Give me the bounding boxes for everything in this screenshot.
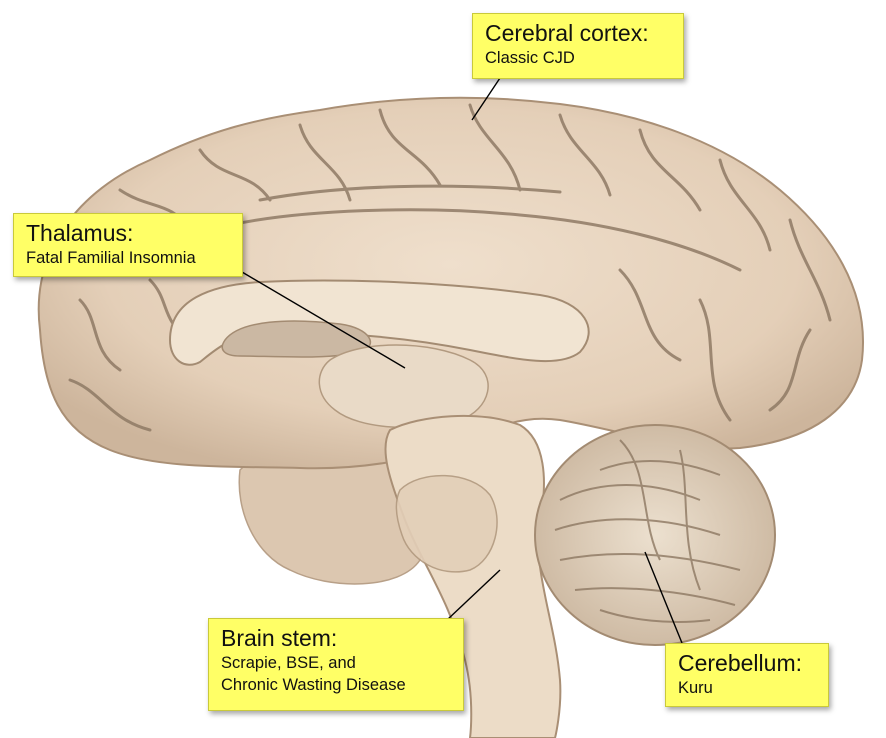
callout-title: Cerebral cortex:: [485, 20, 649, 46]
leader-line-cortex: [471, 77, 501, 121]
callout-title: Brain stem:: [221, 625, 338, 651]
callout-line: Scrapie, BSE, and: [221, 654, 356, 672]
cerebellum: [534, 424, 776, 646]
leader-line-cerebellum: [644, 551, 683, 644]
callout-title: Thalamus:: [26, 220, 134, 246]
leader-line-thalamus: [241, 271, 406, 369]
cerebellum-folia: [554, 439, 741, 623]
callout-line: Fatal Familial Insomnia: [26, 249, 196, 267]
callout-title: Cerebellum:: [678, 650, 802, 676]
cerebrum: [37, 96, 864, 470]
callout-line: Classic CJD: [485, 49, 575, 67]
callout-line: Kuru: [678, 679, 713, 697]
callout-cerebellum: Cerebellum: Kuru: [665, 643, 829, 707]
callout-cerebral-cortex: Cerebral cortex: Classic CJD: [472, 13, 684, 79]
pons: [395, 474, 498, 573]
sulci: [68, 103, 832, 432]
callout-line: Chronic Wasting Disease: [221, 676, 406, 694]
callout-brain-stem: Brain stem: Scrapie, BSE, and Chronic Wa…: [208, 618, 464, 711]
callout-thalamus: Thalamus: Fatal Familial Insomnia: [13, 213, 243, 277]
